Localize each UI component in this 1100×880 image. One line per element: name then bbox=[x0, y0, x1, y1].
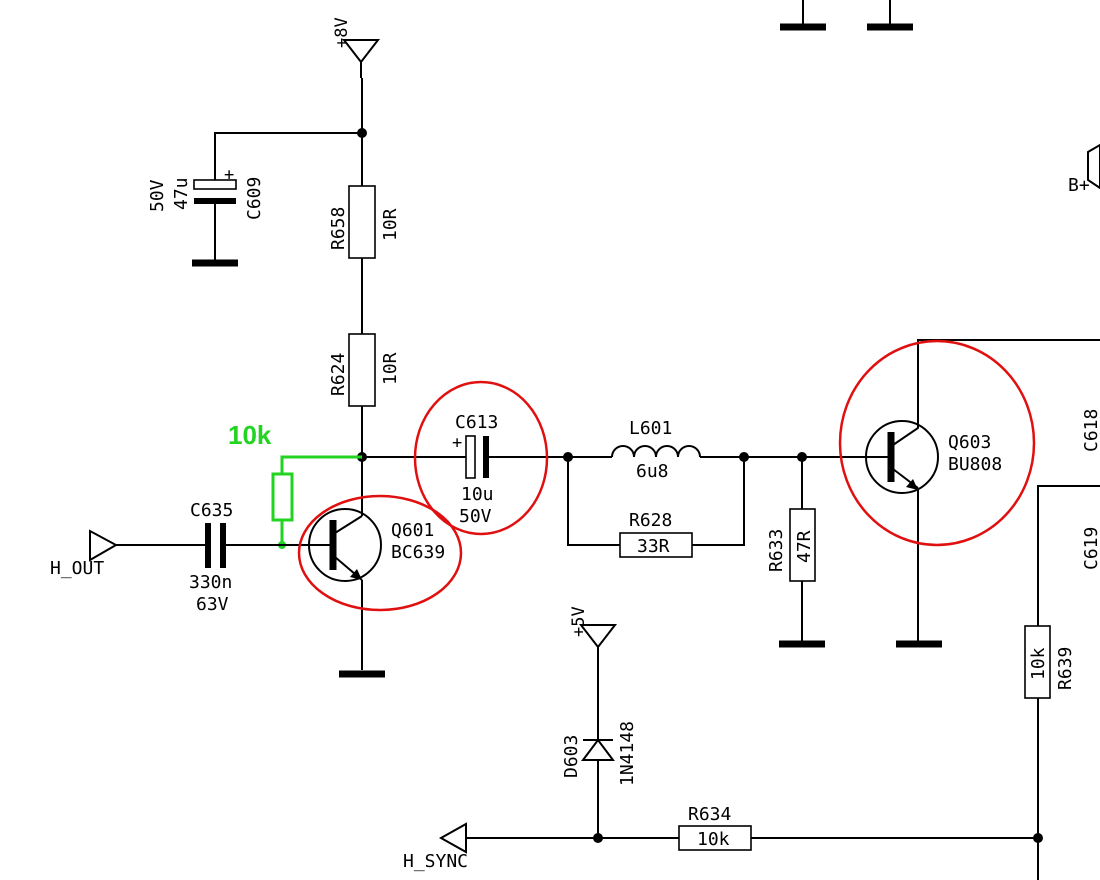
q601-part: BC639 bbox=[391, 542, 445, 563]
resistor-r633: R633 47R bbox=[766, 457, 825, 648]
c609-polarity: + bbox=[224, 165, 234, 185]
c613-ref: C613 bbox=[455, 412, 498, 433]
transistor-q603: Q603 BU808 bbox=[865, 339, 1100, 648]
d603-ref: D603 bbox=[561, 735, 582, 778]
diode-d603: D603 1N4148 bbox=[561, 665, 638, 838]
added-resistor-10k: 10k bbox=[228, 420, 362, 549]
ground-symbol-top-a bbox=[780, 0, 826, 31]
port-h-sync: H_SYNC bbox=[403, 822, 598, 872]
added-resistor-label: 10k bbox=[228, 420, 272, 450]
c609-capacitance: 47u bbox=[171, 177, 192, 210]
highlight-ring-c613 bbox=[413, 380, 549, 536]
port-h-sync-label: H_SYNC bbox=[403, 851, 468, 872]
r634-value: 10k bbox=[697, 829, 730, 850]
resistor-r628: R628 33R bbox=[567, 457, 745, 558]
highlight-ring-q601 bbox=[297, 494, 463, 612]
r639-value: 10k bbox=[1028, 647, 1049, 680]
highlight-ring-q603 bbox=[838, 339, 1036, 547]
transistor-q601: Q601 BC639 bbox=[308, 508, 445, 678]
c619-ref: C619 bbox=[1081, 527, 1100, 570]
resistor-r634: R634 10k bbox=[598, 804, 1038, 851]
l601-ref: L601 bbox=[629, 418, 672, 439]
supply-8v-symbol: +8V bbox=[332, 17, 381, 78]
port-h-out-label: H_OUT bbox=[50, 558, 104, 579]
capacitor-c613: + C613 10u 50V bbox=[362, 412, 568, 527]
r624-ref: R624 bbox=[328, 353, 349, 396]
c613-polarity: + bbox=[452, 433, 462, 453]
r628-value: 33R bbox=[637, 536, 670, 557]
capacitor-c609: + C609 47u 50V bbox=[147, 132, 362, 267]
c618-ref: C618 bbox=[1081, 409, 1100, 452]
supply-5v-label: +5V bbox=[569, 606, 589, 637]
capacitor-c635: C635 330n 63V bbox=[130, 500, 310, 615]
junction-r639 bbox=[1033, 833, 1043, 843]
c635-voltage: 63V bbox=[196, 594, 229, 615]
r634-ref: R634 bbox=[688, 804, 731, 825]
r658-value: 10R bbox=[380, 208, 401, 241]
r658-ref: R658 bbox=[328, 207, 349, 250]
d603-part: 1N4148 bbox=[617, 721, 638, 786]
c635-capacitance: 330n bbox=[189, 572, 232, 593]
q603-part: BU808 bbox=[948, 454, 1002, 475]
c609-voltage: 50V bbox=[147, 179, 168, 212]
r624-value: 10R bbox=[380, 352, 401, 385]
q601-ref: Q601 bbox=[391, 520, 434, 541]
port-h-out: H_OUT bbox=[50, 529, 130, 579]
q603-ref: Q603 bbox=[948, 432, 991, 453]
inductor-l601: L601 6u8 bbox=[568, 418, 744, 482]
supply-5v-symbol: +5V bbox=[569, 606, 618, 665]
c613-voltage: 50V bbox=[459, 506, 492, 527]
supply-bplus-label: B+ bbox=[1068, 175, 1090, 196]
supply-bplus-symbol: B+ bbox=[1068, 143, 1100, 196]
r628-ref: R628 bbox=[629, 510, 672, 531]
resistor-r639: 10k R639 bbox=[1024, 485, 1100, 880]
l601-value: 6u8 bbox=[636, 461, 669, 482]
r633-ref: R633 bbox=[766, 529, 787, 572]
r633-value: 47R bbox=[794, 530, 815, 563]
c609-ref: C609 bbox=[244, 177, 265, 220]
supply-8v-label: +8V bbox=[332, 17, 352, 48]
c613-capacitance: 10u bbox=[461, 484, 494, 505]
r639-ref: R639 bbox=[1055, 647, 1076, 690]
c635-ref: C635 bbox=[190, 500, 233, 521]
ground-symbol-top-b bbox=[867, 0, 913, 31]
resistor-r624: R624 10R bbox=[328, 333, 401, 407]
resistor-r658: R658 10R bbox=[328, 185, 401, 259]
